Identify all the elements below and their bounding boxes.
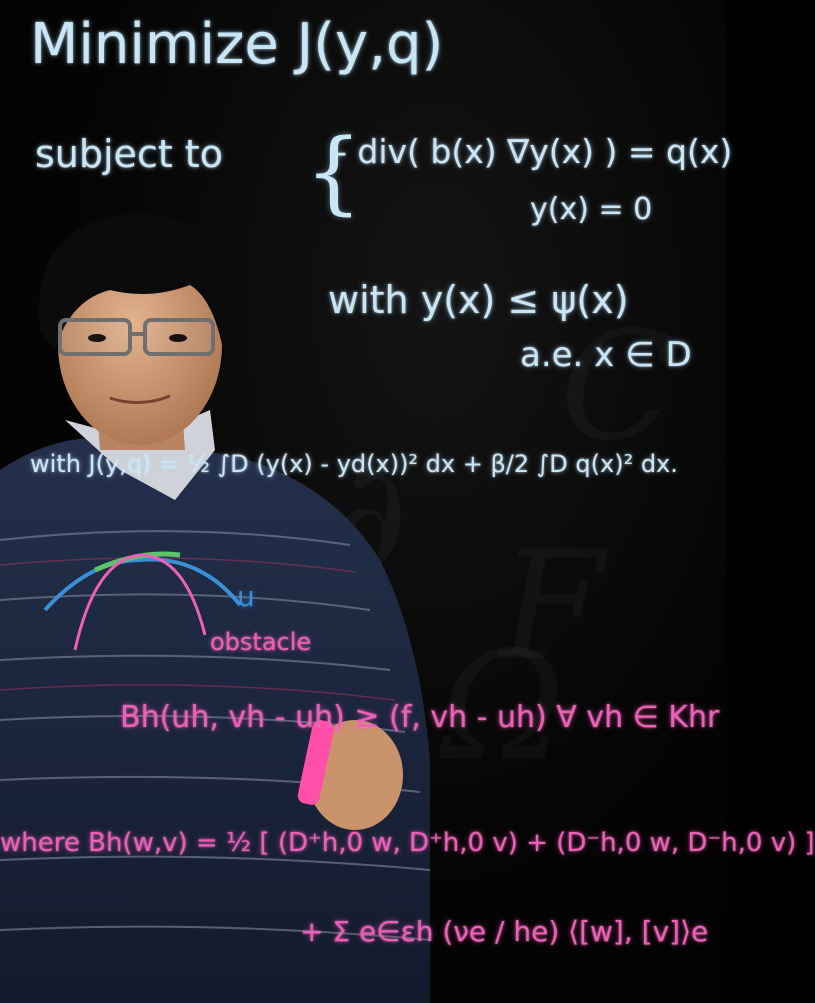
curve-label-u: u xyxy=(237,580,255,613)
person-illustration xyxy=(0,213,431,1003)
variational-inequality: Bh(uh, vh - uh) ≥ (f, vh - uh) ∀ vh ∈ Kh… xyxy=(120,700,720,735)
pink-marker xyxy=(297,720,335,805)
obstacle-constraint: with y(x) ≤ ψ(x) xyxy=(328,278,629,322)
penalty-term: + Σ e∈εh (νe / he) ⟨[w], [v]⟩e xyxy=(300,915,709,948)
cost-functional: with J(y,q) = ½ ∫D (y(x) - yd(x))² dx + … xyxy=(30,450,678,478)
constraint-label: subject to xyxy=(35,132,223,176)
hair xyxy=(39,213,241,360)
hand xyxy=(307,720,403,830)
bilinear-form-definition: where Bh(w,v) = ½ [ (D⁺h,0 w, D⁺h,0 v) +… xyxy=(0,828,815,858)
constraint-brace: { xyxy=(305,120,363,225)
almost-everywhere: a.e. x ∈ D xyxy=(520,335,692,375)
constraint-boundary: y(x) = 0 xyxy=(530,192,653,227)
curve-u xyxy=(43,557,242,612)
curve-label-obstacle: obstacle xyxy=(210,628,312,656)
curve-obstacle xyxy=(73,553,207,651)
face xyxy=(58,245,222,445)
objective-line: Minimize J(y,q) xyxy=(30,12,444,77)
constraint-pde: - div( b(x) ∇y(x) ) = q(x) xyxy=(335,132,733,171)
